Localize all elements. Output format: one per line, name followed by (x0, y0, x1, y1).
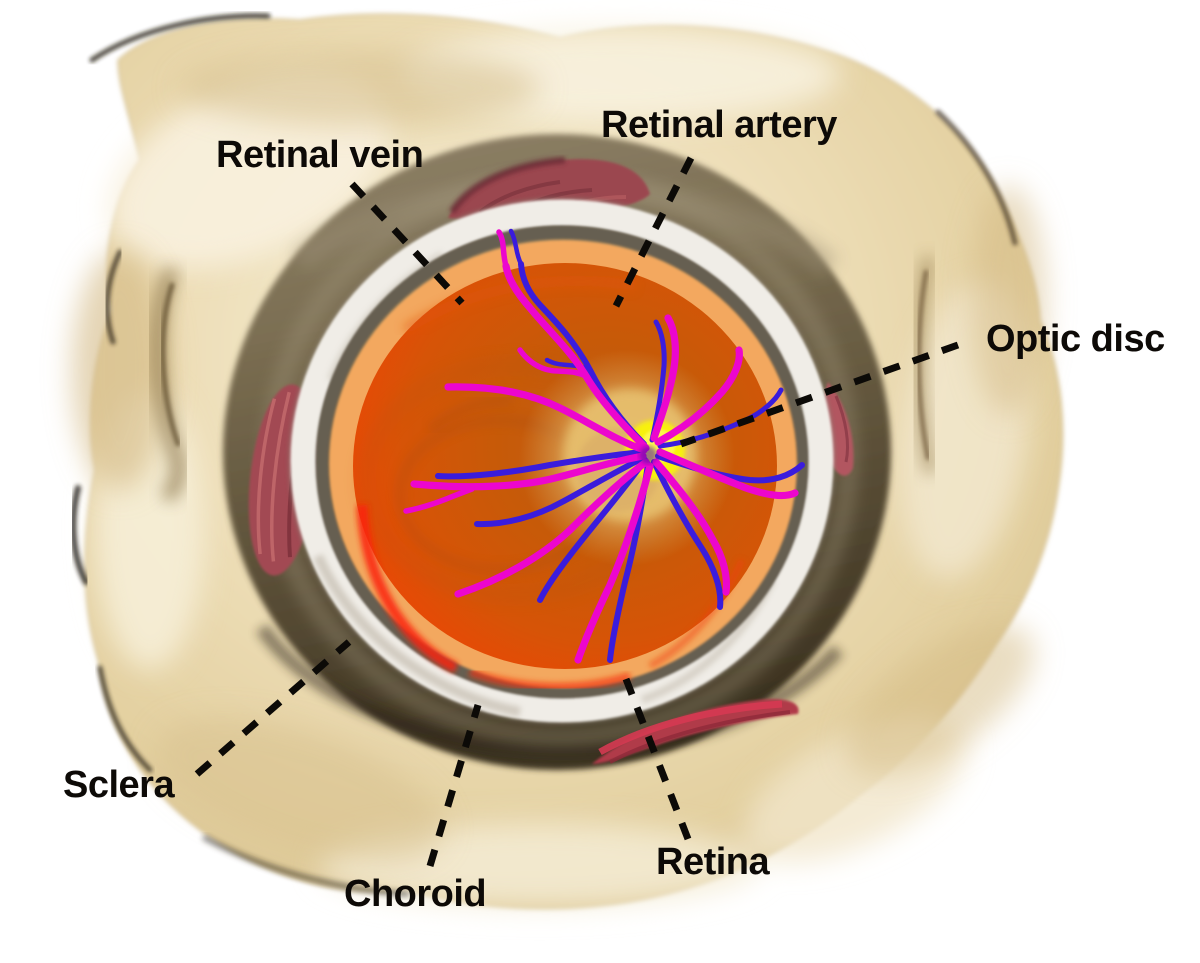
leader-line-sclera (194, 639, 352, 777)
leader-line-retinal-artery (612, 156, 695, 308)
label-optic-disc: Optic disc (986, 318, 1165, 360)
label-retinal-artery: Retinal artery (601, 104, 837, 146)
label-retinal-vein: Retinal vein (216, 134, 424, 176)
vessel-convergence (639, 446, 657, 464)
leader-line-retinal-vein (349, 181, 465, 306)
leader-line-choroid (426, 704, 482, 867)
label-retina: Retina (656, 841, 770, 883)
label-sclera: Sclera (63, 764, 175, 806)
tissue-shading (72, 50, 1046, 863)
retinal-vein-vessels (435, 228, 805, 663)
fundus (353, 228, 805, 691)
eye-muscle-bottom (592, 699, 799, 764)
leader-lines (194, 156, 960, 867)
label-choroid: Choroid (344, 873, 487, 915)
retinal-artery-vessels (403, 229, 799, 664)
